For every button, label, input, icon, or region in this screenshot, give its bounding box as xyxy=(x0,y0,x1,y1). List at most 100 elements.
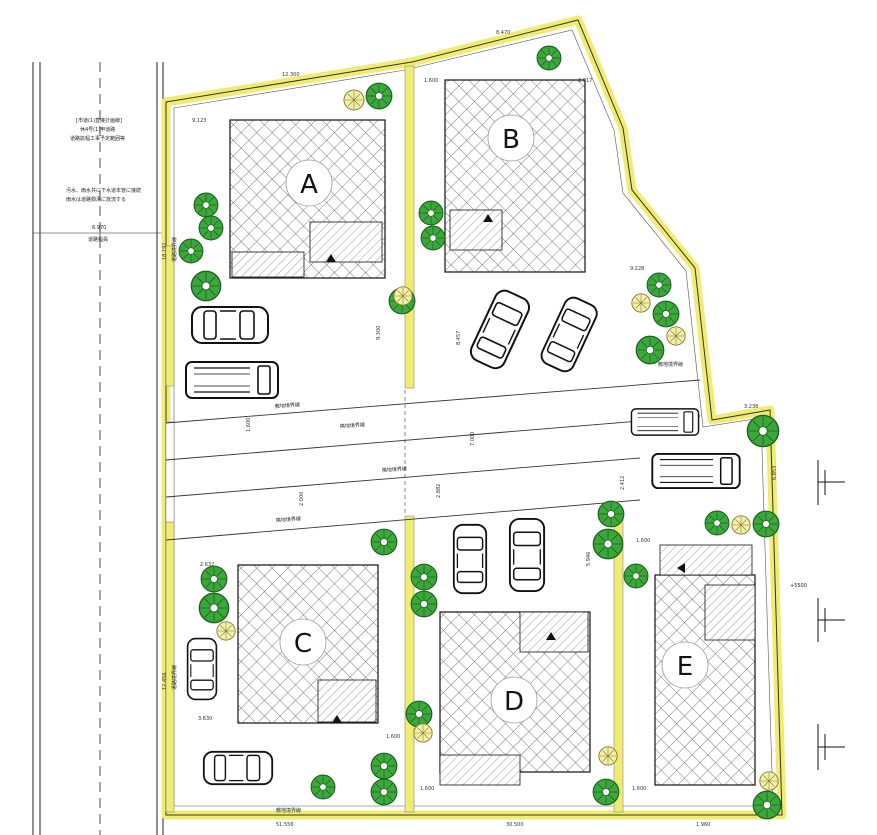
shrub-2 xyxy=(393,286,413,306)
entrance-d xyxy=(546,632,556,640)
dim-e-door: 1.600 xyxy=(632,786,646,792)
dim-a-w: 9.123 xyxy=(192,118,206,124)
tree-16 xyxy=(597,500,625,528)
tree-28 xyxy=(592,778,620,806)
dim-e-top: 1.600 xyxy=(636,538,650,544)
lot-label-e: E xyxy=(677,652,693,682)
boundary-label-1: 隣地境界線 xyxy=(340,421,365,430)
dim-c-bottom: 3.630 xyxy=(198,716,212,722)
tree-24 xyxy=(405,700,433,728)
dim-bottom-mid: 30.500 xyxy=(506,822,524,828)
tree-18 xyxy=(623,563,649,589)
elevation-symbols xyxy=(817,460,845,770)
road-boundary-label-2: 道路境界線 xyxy=(171,665,178,690)
tree-15 xyxy=(752,510,780,538)
shrub-4 xyxy=(666,326,686,346)
lot-labels: A B C D E xyxy=(279,114,709,724)
dim-top-b: 8.470 xyxy=(496,30,510,36)
tree-11 xyxy=(652,300,680,328)
car-6 xyxy=(186,637,218,701)
dim-c-w: 2.632 xyxy=(200,562,214,568)
tree-6 xyxy=(190,270,222,302)
entrance-b xyxy=(483,214,493,222)
dim-left-h2: 12.456 xyxy=(162,673,168,691)
dim-left-h1: 18.192 xyxy=(162,243,168,261)
tree-19 xyxy=(370,528,398,556)
entrance-c xyxy=(332,715,342,723)
road-boundary-label-1: 道路境界線 xyxy=(171,237,178,262)
lot-label-a: A xyxy=(300,170,318,200)
van-3 xyxy=(651,452,741,490)
dim-mid2: 7.000 xyxy=(470,432,476,446)
tree-3 xyxy=(193,192,219,218)
site-boundary xyxy=(161,15,787,820)
tree-27 xyxy=(310,774,336,800)
shrub-6 xyxy=(216,621,236,641)
lot-divisions xyxy=(165,65,624,813)
shrub-1 xyxy=(343,89,365,111)
lot-label-c: C xyxy=(294,629,312,659)
dim-e-d: 2.412 xyxy=(620,476,626,490)
tree-1 xyxy=(536,45,562,71)
road-lines xyxy=(32,62,164,835)
road-width-label: 道路幅員 xyxy=(88,236,108,243)
dim-b-w: 1.600 xyxy=(424,78,438,84)
shrub-8 xyxy=(598,746,618,766)
lot-label-d: D xyxy=(504,687,524,717)
tree-4 xyxy=(198,215,224,241)
tree-17 xyxy=(592,528,624,560)
shrub-5 xyxy=(731,515,751,535)
site-boundary-label-2: 敷地境界線 xyxy=(276,807,301,814)
tree-25 xyxy=(370,752,398,780)
shrub-3 xyxy=(631,293,651,313)
tree-10 xyxy=(646,272,672,298)
tree-12 xyxy=(635,335,665,365)
dim-bottom-left: 51.556 xyxy=(276,822,294,828)
tree-2 xyxy=(365,82,393,110)
dim-right-e: 6.853 xyxy=(772,466,778,480)
tree-5 xyxy=(178,238,204,264)
entrance-e xyxy=(677,563,685,573)
note-road-2: 休4号(1)甲道路 xyxy=(80,126,115,133)
dimensions: 12.300 8.470 9.123 1.600 2.017 9.228 9.3… xyxy=(162,30,778,828)
tree-23 xyxy=(198,592,230,624)
note-drain-2: 雨水は道路側溝に放流する xyxy=(66,196,126,203)
car-1 xyxy=(191,306,269,344)
site-boundary-label-3: 敷地境界線 xyxy=(658,361,683,368)
lot-label-b: B xyxy=(502,125,520,155)
note-road-3: 道路拡幅工事予定範囲等 xyxy=(70,135,125,142)
car-3 xyxy=(537,293,601,376)
entrance-markers xyxy=(326,214,685,723)
boundary-label-3: 隣地境界線 xyxy=(276,515,301,524)
dim-d-depth: 5.946 xyxy=(586,552,592,566)
tree-8 xyxy=(420,225,446,251)
dim-mid3: 2.000 xyxy=(299,492,305,506)
tree-22 xyxy=(200,565,228,593)
dim-c-door: 1.600 xyxy=(386,734,400,740)
dim-d-left: 2.882 xyxy=(436,484,442,498)
van-2 xyxy=(630,407,700,437)
dim-d-door: 1.600 xyxy=(420,786,434,792)
car-4 xyxy=(452,523,488,595)
dim-b-right: 2.017 xyxy=(578,78,592,84)
dim-mid1: 1.600 xyxy=(246,418,252,432)
car-5 xyxy=(508,517,546,593)
tree-20 xyxy=(410,563,438,591)
shrub-7 xyxy=(413,723,433,743)
dim-b-r: 9.228 xyxy=(630,266,644,272)
dim-top-a: 12.300 xyxy=(282,72,300,78)
elevation-marker: +5500 xyxy=(790,583,807,589)
tree-21 xyxy=(410,590,438,618)
notes: [市道(1)直接計画線] 休4号(1)甲道路 道路拡幅工事予定範囲等 汚水、雨水… xyxy=(66,117,807,814)
car-2 xyxy=(466,286,534,373)
dim-b-depth: 8.457 xyxy=(456,331,462,345)
tree-7 xyxy=(418,200,444,226)
tree-14 xyxy=(704,510,730,536)
tree-13 xyxy=(746,414,780,448)
dim-right-top: 3.238 xyxy=(744,404,758,410)
car-7 xyxy=(202,750,274,786)
dim-a-depth: 9.300 xyxy=(376,326,382,340)
site-boundary-label-1: 敷地境界線 xyxy=(275,401,300,410)
road-width-value: 6.970 xyxy=(92,225,106,231)
